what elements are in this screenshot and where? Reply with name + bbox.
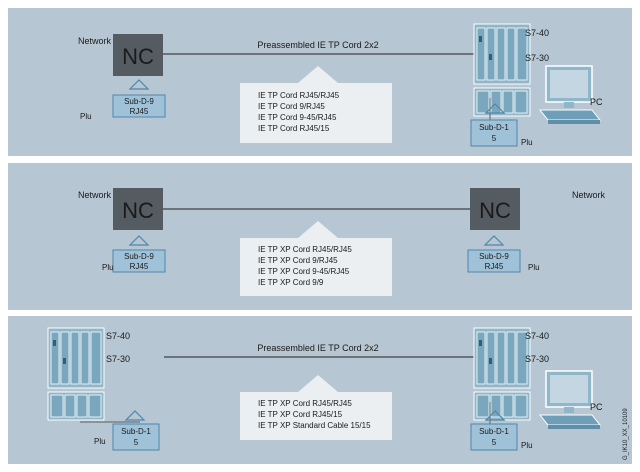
plug-line2: RJ45 bbox=[130, 262, 149, 271]
cord-item: IE TP Cord 9-45/RJ45 bbox=[258, 113, 337, 122]
callout-arrow-icon bbox=[298, 66, 338, 83]
s7-400-label: S7-40 bbox=[525, 331, 549, 341]
pc-label: PC bbox=[590, 97, 603, 107]
cord-callout bbox=[240, 83, 392, 143]
plug-caption: Plu bbox=[80, 112, 92, 121]
cord-item: IE TP XP Cord 9/RJ45 bbox=[258, 256, 338, 265]
plug-arrow-icon bbox=[124, 410, 146, 421]
cable-label: Preassembled IE TP Cord 2x2 bbox=[257, 343, 378, 353]
plug-line1: Sub-D-1 bbox=[479, 123, 509, 132]
plug-box bbox=[112, 423, 160, 451]
plug-caption: Plu bbox=[102, 263, 114, 272]
plug-arrow-icon bbox=[484, 103, 506, 114]
plug-box bbox=[467, 249, 521, 273]
plug-arrow-icon bbox=[483, 235, 505, 246]
plug-line2: 5 bbox=[492, 438, 497, 447]
plug-line2: 5 bbox=[134, 438, 139, 447]
plug-line1: Sub-D-9 bbox=[124, 252, 154, 261]
callout-arrow-icon bbox=[298, 375, 338, 392]
plug-caption: Plu bbox=[521, 138, 533, 147]
plug-line1: Sub-D-1 bbox=[121, 427, 151, 436]
cord-item: IE TP XP Cord RJ45/RJ45 bbox=[258, 245, 352, 254]
callout-arrow-icon bbox=[298, 221, 338, 238]
plc-rack-icon bbox=[473, 23, 531, 117]
plug-line2: 5 bbox=[492, 134, 497, 143]
nc-label: NC bbox=[122, 198, 154, 223]
pc-label: PC bbox=[590, 402, 603, 412]
nc-label: NC bbox=[479, 198, 511, 223]
plug-line2: RJ45 bbox=[485, 262, 504, 271]
s7-400-label: S7-40 bbox=[106, 331, 130, 341]
plug-box bbox=[470, 119, 518, 147]
cord-callout bbox=[240, 392, 392, 440]
cord-item: IE TP XP Cord RJ45/15 bbox=[258, 410, 343, 419]
cord-item: IE TP Cord 9/RJ45 bbox=[258, 102, 325, 111]
nc-box bbox=[113, 188, 163, 230]
cord-item: IE TP XP Cord 9/9 bbox=[258, 278, 324, 287]
plug-arrow-icon bbox=[128, 79, 150, 90]
pc-icon bbox=[539, 65, 601, 125]
nc-label: NC bbox=[122, 44, 154, 69]
nc-box bbox=[470, 188, 520, 230]
cord-item: IE TP XP Cord RJ45/RJ45 bbox=[258, 399, 352, 408]
plug-box bbox=[112, 94, 166, 118]
plug-caption: Plu bbox=[94, 437, 106, 446]
plug-line1: Sub-D-9 bbox=[479, 252, 509, 261]
s7-300-label: S7-30 bbox=[106, 354, 130, 364]
plug-line2: RJ45 bbox=[130, 107, 149, 116]
plug-arrow-icon bbox=[484, 410, 506, 421]
plc-rack-icon bbox=[473, 327, 531, 421]
cord-callout bbox=[240, 238, 392, 296]
network-label: Network bbox=[572, 190, 606, 200]
network-label: Network bbox=[78, 190, 112, 200]
cord-item: IE TP XP Cord 9-45/RJ45 bbox=[258, 267, 350, 276]
plc-rack-icon bbox=[47, 327, 105, 421]
figure-id: G_IK10_XX_10109 bbox=[623, 408, 629, 460]
plug-arrow-icon bbox=[128, 235, 150, 246]
s7-300-label: S7-30 bbox=[525, 354, 549, 364]
cord-item: IE TP Cord RJ45/15 bbox=[258, 124, 330, 133]
network-label: Network bbox=[78, 36, 112, 46]
pc-icon bbox=[539, 370, 601, 430]
plug-box bbox=[112, 249, 166, 273]
plug-line1: Sub-D-1 bbox=[479, 427, 509, 436]
cord-item: IE TP XP Standard Cable 15/15 bbox=[258, 421, 371, 430]
plug-caption: Plu bbox=[521, 441, 533, 450]
plug-line1: Sub-D-9 bbox=[124, 97, 154, 106]
cord-item: IE TP Cord RJ45/RJ45 bbox=[258, 91, 340, 100]
plug-caption: Plu bbox=[528, 263, 540, 272]
plug-box bbox=[470, 423, 518, 451]
cable-label: Preassembled IE TP Cord 2x2 bbox=[257, 40, 378, 50]
s7-400-label: S7-40 bbox=[525, 28, 549, 38]
s7-300-label: S7-30 bbox=[525, 53, 549, 63]
nc-box bbox=[113, 34, 163, 76]
